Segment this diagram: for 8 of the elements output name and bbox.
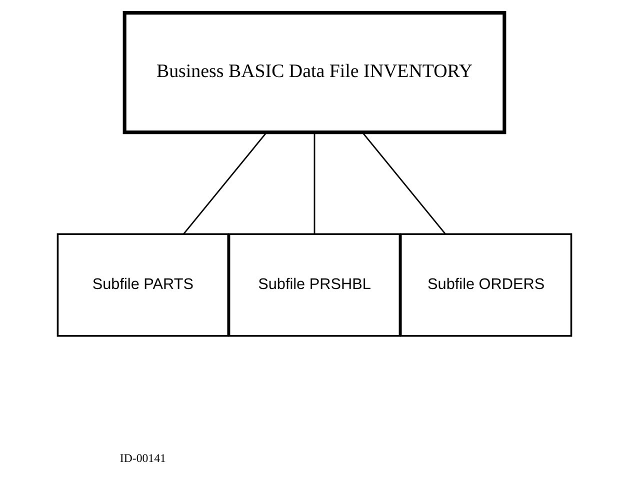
node-box: Business BASIC Data File INVENTORY (122, 11, 506, 134)
node-box: Subfile PRSHBL (228, 233, 401, 337)
label: ID-00141 (120, 450, 166, 465)
connector (362, 132, 446, 234)
node-box: Subfile ORDERS (400, 233, 572, 337)
node-box: Subfile PARTS (56, 233, 229, 337)
connector (183, 132, 267, 234)
connector (314, 132, 316, 234)
